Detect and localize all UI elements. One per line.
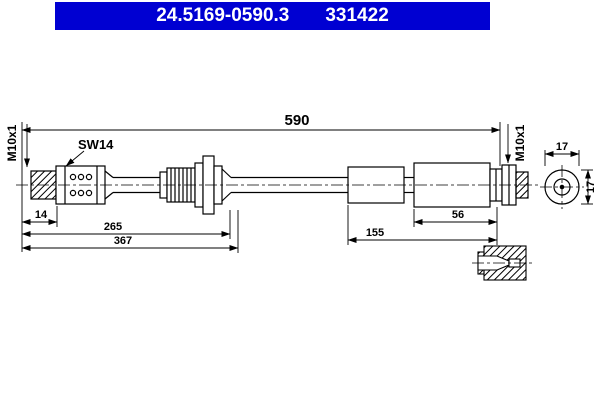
thread-left-label: M10x1	[5, 124, 19, 161]
dim-367-label: 367	[114, 235, 132, 247]
reference-number: 331422	[325, 5, 389, 26]
dimension-lines	[21, 122, 593, 253]
sw14-leader	[65, 150, 85, 167]
title-bar: 24.5169-0590.3 331422	[55, 2, 490, 30]
dim-17h-label: 17	[556, 141, 568, 153]
dim-14-label: 14	[35, 209, 48, 221]
hose-section-1	[113, 176, 160, 194]
thread-right-label: M10x1	[513, 124, 527, 161]
wrench-size-label: SW14	[78, 137, 114, 152]
part-number: 24.5169-0590.3	[156, 5, 290, 26]
dim-17v-label: 17	[585, 181, 597, 193]
center-lines	[16, 165, 584, 264]
dim-155-label: 155	[366, 227, 384, 239]
hose-section-2	[231, 176, 348, 194]
hose-section-3	[404, 176, 414, 194]
dim-590-label: 590	[284, 112, 309, 129]
dim-265-label: 265	[104, 221, 122, 233]
dim-56-label: 56	[452, 209, 464, 221]
